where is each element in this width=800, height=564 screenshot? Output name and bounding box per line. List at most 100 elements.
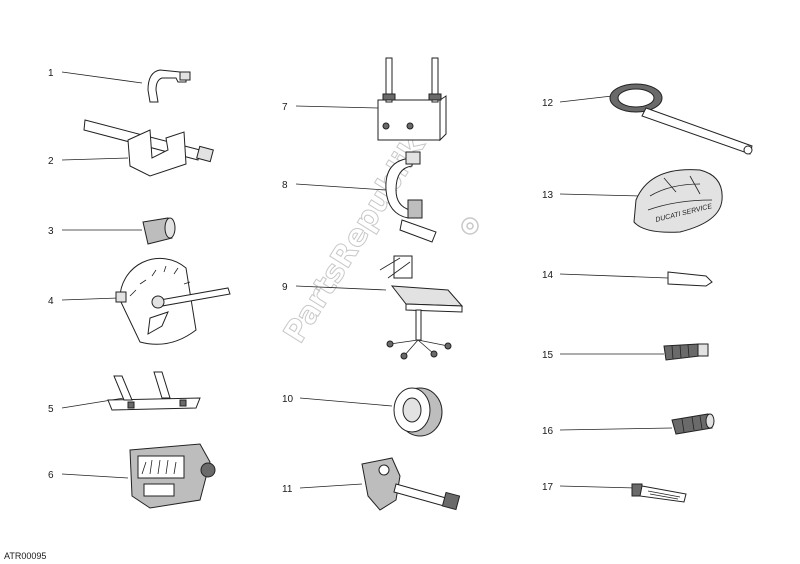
tool-3-sleeve <box>142 217 173 245</box>
tool-7-plate-side <box>439 95 447 142</box>
callout-label-17: 17 <box>542 482 554 493</box>
leader-line-1 <box>61 71 143 84</box>
tool-12-handle <box>641 107 753 155</box>
tool-5-leg-left <box>113 375 133 401</box>
tool-1-hook <box>147 69 187 103</box>
tool-11-hole <box>378 464 390 476</box>
tool-6-gauge-marks <box>141 459 177 475</box>
callout-label-11: 11 <box>282 484 293 495</box>
tool-16-thread <box>681 415 703 433</box>
leader-line-9 <box>295 285 387 291</box>
callout-label-16: 16 <box>542 426 554 437</box>
tool-7-nut-left <box>382 93 396 101</box>
tool-6-knob <box>200 462 216 478</box>
leader-line-2 <box>61 157 129 161</box>
tool-5-bolt-2 <box>179 399 187 407</box>
tool-2: 2 <box>48 119 214 177</box>
tool-13-cover <box>633 169 723 233</box>
tool-17: 17 <box>542 482 687 503</box>
tool-3: 3 <box>48 217 176 245</box>
leader-line-7 <box>295 105 379 109</box>
tool-7: 7 <box>282 57 447 142</box>
tool-16-end <box>705 413 715 429</box>
callout-label-2: 2 <box>48 156 54 167</box>
tool-10: 10 <box>282 387 443 437</box>
callout-label-9: 9 <box>282 282 288 293</box>
leader-line-14 <box>559 273 669 279</box>
tool-8-handle <box>399 219 437 243</box>
tool-11-body <box>361 457 401 511</box>
callout-label-12: 12 <box>542 98 554 109</box>
tool-12-ring-inner <box>617 88 655 108</box>
tool-14-pin <box>667 271 713 287</box>
tool-9: 9 <box>282 255 464 360</box>
tool-5: 5 <box>48 371 201 415</box>
tool-11: 11 <box>282 457 461 511</box>
tool-9-wheel-2 <box>444 342 452 350</box>
callout-label-8: 8 <box>282 180 288 191</box>
tool-13-cover-folds <box>647 175 713 211</box>
tool-16: 16 <box>542 413 715 437</box>
callout-label-14: 14 <box>542 270 554 281</box>
tool-15-thread <box>671 344 690 360</box>
leader-line-6 <box>61 473 129 479</box>
tool-9-clamp-arms <box>379 257 411 279</box>
tool-11-rod <box>393 483 447 507</box>
callout-label-7: 7 <box>282 102 288 113</box>
tool-4-scale-marks <box>129 265 191 297</box>
tool-17-sleeve-lines <box>647 490 681 500</box>
callout-label-15: 15 <box>542 350 554 361</box>
tool-1: 1 <box>48 68 191 103</box>
tool-10-bore <box>402 397 422 423</box>
tool-9-wheel-3 <box>400 352 408 360</box>
tool-15-body <box>663 343 701 361</box>
tool-13: 13 DUCATI SERVICE <box>542 169 723 233</box>
tool-9-wheel-4 <box>430 350 438 358</box>
callout-label-6: 6 <box>48 470 54 481</box>
tool-4: 4 <box>48 257 231 345</box>
leader-line-11 <box>299 483 363 489</box>
leader-line-17 <box>559 485 637 489</box>
tool-7-hole-2 <box>406 122 414 130</box>
tool-6: 6 <box>48 443 216 509</box>
leader-line-13 <box>559 193 641 197</box>
tool-6-panel <box>143 483 175 497</box>
tool-8-screw <box>407 199 423 219</box>
tool-6-gauge-window <box>137 455 185 479</box>
drawing-code: ATR00095 <box>4 551 46 561</box>
tool-4-bracket <box>147 311 169 335</box>
tool-9-column <box>415 309 422 341</box>
callout-label-4: 4 <box>48 296 54 307</box>
tool-5-bolt-1 <box>127 401 135 409</box>
callout-label-3: 3 <box>48 226 54 237</box>
tool-11-handle <box>441 491 461 511</box>
tool-9-base-legs <box>389 339 449 357</box>
tool-12: 12 <box>542 83 753 155</box>
callout-label-13: 13 <box>542 190 554 201</box>
leader-line-8 <box>295 183 387 191</box>
tool-1-end <box>179 71 191 81</box>
tool-4-pivot <box>151 295 165 309</box>
tool-7-rod-right <box>431 57 439 103</box>
tool-15: 15 <box>542 343 709 361</box>
leader-line-10 <box>299 397 393 407</box>
callout-label-5: 5 <box>48 404 54 415</box>
tool-2-bracket <box>127 129 187 177</box>
watermark-gear-icon <box>461 217 479 235</box>
tool-9-wheel-1 <box>386 340 394 348</box>
tool-7-hole-1 <box>382 122 390 130</box>
tool-4-knob <box>115 291 127 303</box>
leader-line-12 <box>559 95 613 103</box>
tool-7-nut-right <box>428 93 442 101</box>
tool-7-rod-left <box>385 57 393 103</box>
tool-12-handle-hole <box>743 145 753 155</box>
leader-line-16 <box>559 427 673 431</box>
leader-line-4 <box>61 297 119 301</box>
tool-5-leg-right <box>153 371 171 399</box>
tool-9-tray <box>390 285 464 307</box>
tool-3-end <box>164 217 176 239</box>
tool-2-tip <box>196 145 214 163</box>
tool-8-top <box>405 151 421 165</box>
